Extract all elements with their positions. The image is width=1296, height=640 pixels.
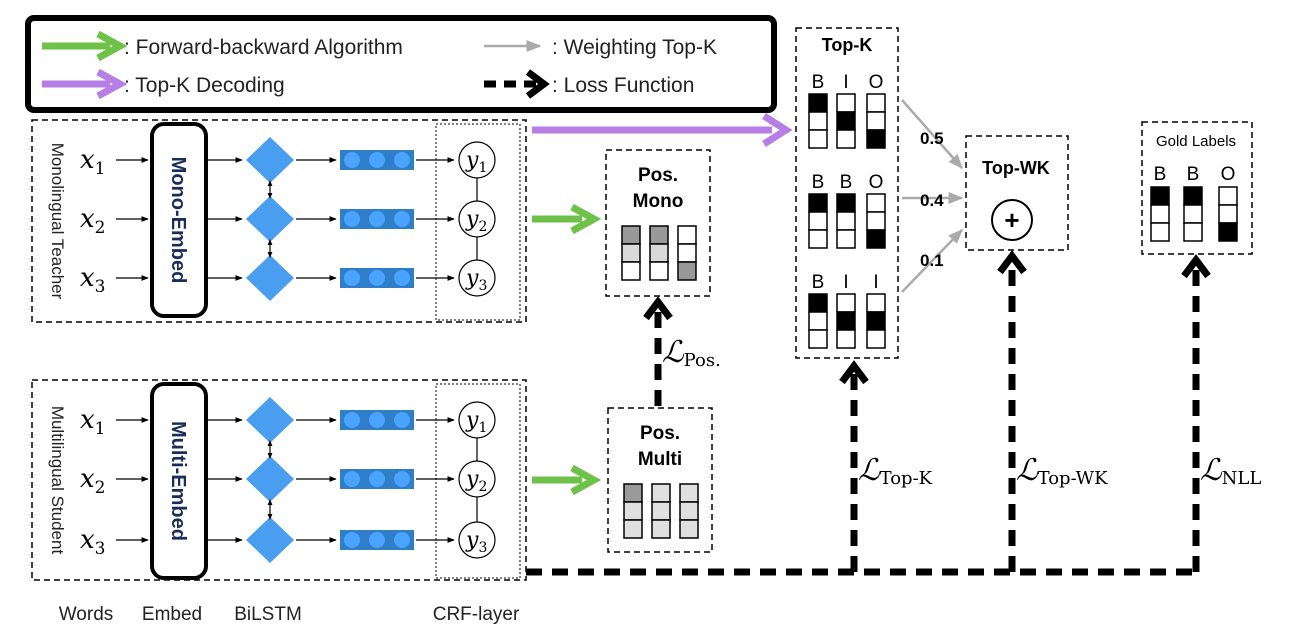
bottom-label-words: Words [59,604,114,625]
student-output-3: y3 [465,528,487,556]
student-label: Multilingual Student [48,406,67,555]
teacher-hidden-state-3 [340,268,414,288]
teacher-input-1: x1 [80,145,106,179]
teacher-input-2: x2 [80,204,106,238]
student-bilstm-node-2 [246,456,294,502]
gold-labels-panel: Gold Labels B B O [1141,121,1253,255]
legend-box [25,15,777,113]
loss-arrows [526,250,1211,576]
mono-embed-label: Mono-Embed [167,157,189,284]
topk-row2-label-3: O [869,172,884,193]
pos-mono-panel: Pos. Mono [605,149,711,297]
pos-multi-title-1: Pos. [640,423,680,444]
forward-backward-arrow-multi-icon [532,464,602,496]
gold-label-1: B [1154,164,1167,185]
legend-forward-backward-label: : Forward-backward Algorithm [124,36,403,59]
loss-pos-label: ℒPos. [662,335,721,371]
student-crf-box [435,383,521,579]
legend-weighting-label: : Weighting Top-K [552,36,717,59]
topk-title: Top-K [822,35,873,55]
gold-labels-title: Gold Labels [1156,133,1236,150]
topk-row1-label-1: B [812,72,825,93]
sum-icon [991,199,1033,241]
weight-row2: 0.4 [920,191,944,210]
topk-row1-sequence [808,93,886,149]
topk-row3-label-1: B [812,272,825,293]
topk-row1-label-3: O [869,72,884,93]
student-hidden-state-1 [340,410,414,430]
pos-multi-title-2: Multi [638,449,682,470]
teacher-output-2: y2 [465,207,487,235]
topwk-title: Top-WK [982,158,1050,178]
student-hidden-state-2 [340,469,414,489]
teacher-output-1: y1 [465,148,487,176]
topk-decoding-arrow-icon [532,113,793,147]
gold-label-2: B [1187,164,1200,185]
pos-multi-distribution [623,483,699,539]
teacher-hidden-state-1 [340,150,414,170]
gold-label-3: O [1221,164,1236,185]
student-input-2: x2 [80,464,106,498]
bottom-label-embed: Embed [142,604,202,625]
legend-green-arrow-icon [42,30,128,62]
bottom-label-bilstm: BiLSTM [234,604,302,625]
multi-embed-box [150,382,208,580]
teacher-bilstm-node-3 [246,255,294,301]
student-bilstm-node-1 [246,397,294,443]
topk-row2-label-2: B [840,172,853,193]
student-hidden-state-3 [340,530,414,550]
student-output-2: y2 [465,467,487,495]
pos-mono-distribution [621,225,697,281]
topk-row1-label-2: I [843,72,848,93]
student-bilstm-node-3 [246,517,294,563]
topwk-panel: Top-WK + [965,135,1069,251]
legend: : Forward-backward Algorithm : Weighting… [25,15,777,113]
sum-symbol: + [1004,205,1019,235]
multi-embed-label: Multi-Embed [167,421,189,541]
student-output-1: y1 [465,408,487,436]
weight-row1: 0.5 [920,129,944,148]
topk-row2-label-1: B [812,172,825,193]
weighting-arrows [901,99,964,293]
topk-row2-sequence [808,193,886,249]
teacher-hidden-state-2 [340,209,414,229]
loss-topk-label: ℒTop-K [858,453,933,489]
loss-topwk-label: ℒTop-WK [1016,453,1108,489]
topk-row3-label-3: I [873,272,878,293]
loss-nll-label: ℒNLL [1200,453,1261,489]
student-model: Multilingual Student x1 x2 x3 Multi-Embe… [31,379,527,581]
pos-mono-title-1: Pos. [638,165,678,186]
student-box [31,379,527,581]
topk-row3-sequence [808,293,886,349]
legend-topk-decoding-label: : Top-K Decoding [124,74,285,97]
bottom-label-crf: CRF-layer [433,604,520,625]
weight-row3: 0.1 [920,251,944,270]
teacher-bilstm-node-1 [246,137,294,183]
forward-backward-arrow-mono-icon [532,203,602,235]
topk-row3-label-2: I [843,272,848,293]
teacher-output-3: y3 [465,266,487,294]
teacher-label: Monolingual Teacher [48,143,67,300]
teacher-crf-box [435,123,521,321]
legend-loss-function-label: : Loss Function [552,74,694,97]
student-input-3: x3 [80,525,106,559]
teacher-bilstm-node-2 [246,196,294,242]
gold-labels-sequence [1150,186,1238,242]
pos-multi-panel: Pos. Multi [607,407,713,553]
topk-panel: Top-K B I O B B O B I I [795,27,899,359]
legend-purple-arrow-icon [42,68,128,100]
student-input-1: x1 [80,405,106,439]
teacher-input-3: x3 [80,263,106,297]
legend-dashed-arrow-icon [484,69,550,99]
teacher-box [31,119,527,323]
teacher-model: Monolingual Teacher x1 x2 x3 Mono-Embed [31,119,527,323]
mono-embed-box [150,122,208,318]
pos-mono-title-2: Mono [633,191,684,212]
